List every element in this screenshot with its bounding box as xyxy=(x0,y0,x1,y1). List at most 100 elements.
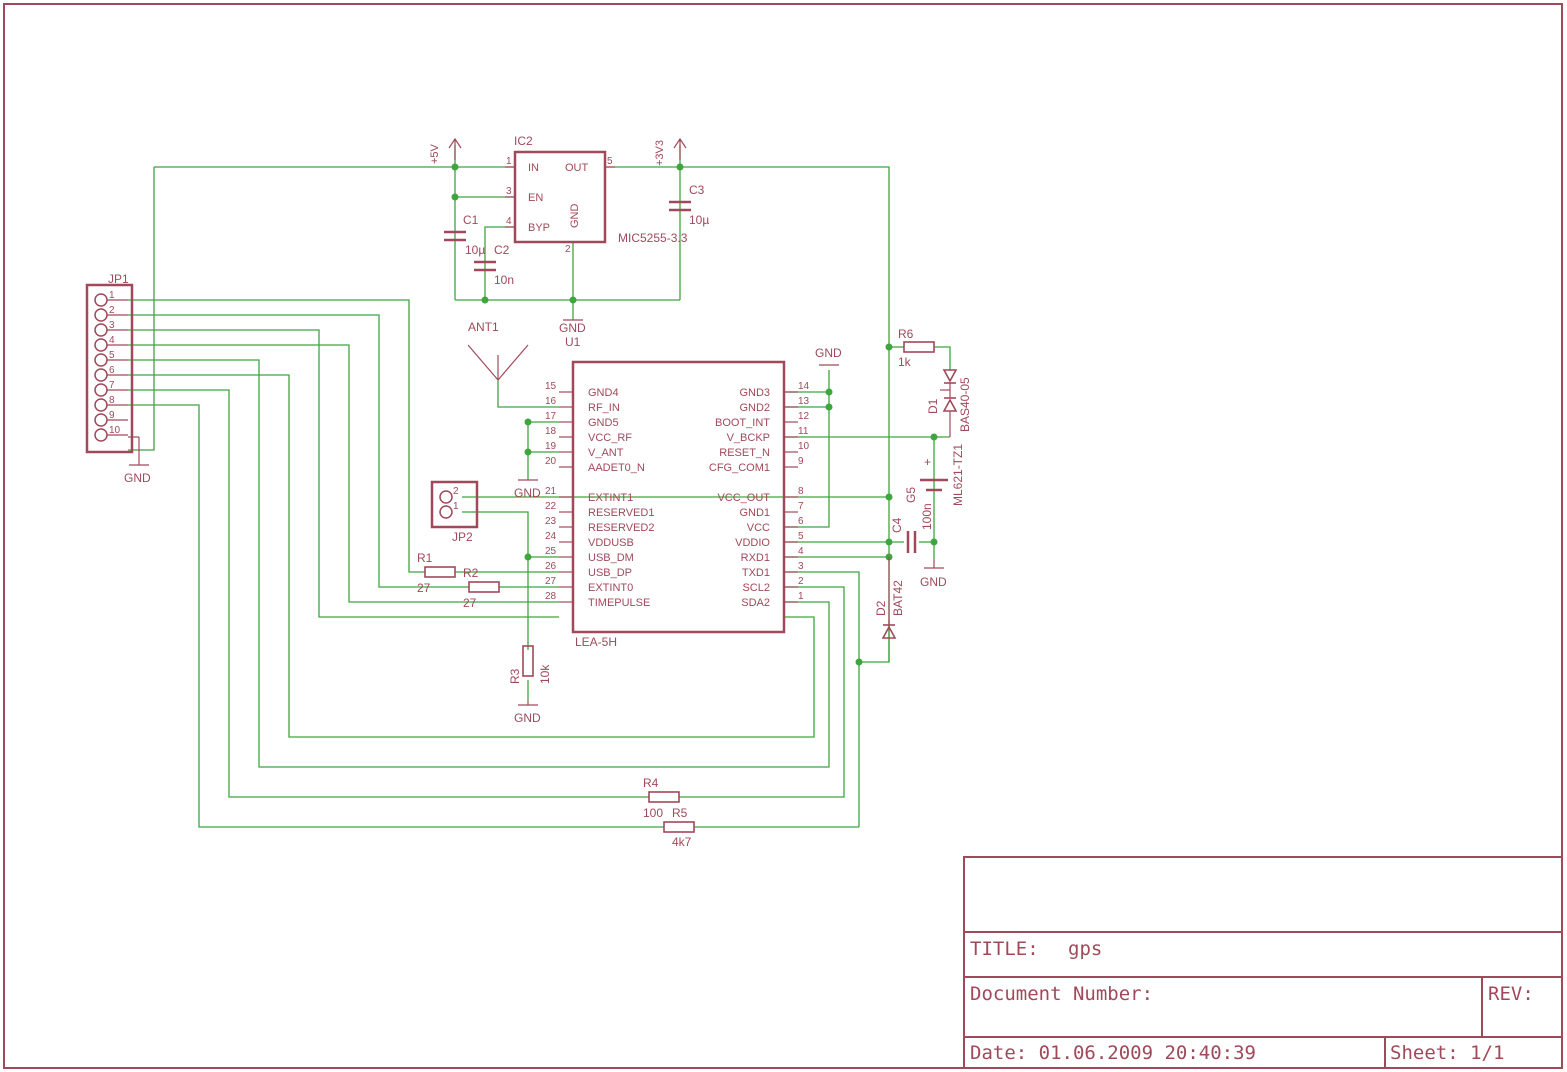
jp2-name: JP2 xyxy=(452,530,473,544)
r6-name: R6 xyxy=(898,327,914,341)
gps-pin-number: 4 xyxy=(798,546,804,557)
jp2-pin-1: 1 xyxy=(453,501,459,512)
ic2-pin-en: EN xyxy=(528,192,543,204)
gps-pin-name: AADET0_N xyxy=(588,462,645,474)
d2-value: BAT42 xyxy=(891,580,905,616)
d1-value: BAS40-05 xyxy=(958,377,972,432)
c4-name: C4 xyxy=(890,517,904,533)
jp1-pin-number: 1 xyxy=(109,290,115,301)
gps-pin-name: V_BCKP xyxy=(727,432,770,444)
gps-pin-name: USB_DM xyxy=(588,552,634,564)
gnd-label-right-pins: GND xyxy=(815,346,842,360)
gnd-symbols: GND U1 GND GND GND GND GND xyxy=(124,319,947,725)
c4-value: 100n xyxy=(920,503,934,530)
jp1-pin-pad xyxy=(94,413,108,427)
gps-left-pins: 15GND416RF_IN17GND518VCC_RF19V_ANT20AADE… xyxy=(545,381,654,609)
gps-pin-number: 11 xyxy=(798,426,809,437)
jp1-name: JP1 xyxy=(108,272,129,286)
jp1-pin-number: 10 xyxy=(109,425,121,436)
gps-pin-number: 16 xyxy=(545,396,557,407)
jp1-pin-pad xyxy=(94,323,108,337)
gps-pin-number: 17 xyxy=(545,411,557,422)
gps-pin-name: GND2 xyxy=(739,402,770,414)
ic2-pin-gnd: GND xyxy=(569,204,581,229)
junctions xyxy=(451,163,938,666)
g5-value: ML621-TZ1 xyxy=(951,444,965,506)
jp1-pin-pad xyxy=(94,398,108,412)
gps-pin-number: 6 xyxy=(798,516,804,527)
battery-g5: + G5 ML621-TZ1 xyxy=(904,444,965,506)
gps-pin-name: USB_DP xyxy=(588,567,632,579)
gps-pin-number: 8 xyxy=(798,486,804,497)
r5-name: R5 xyxy=(672,806,688,820)
supply-3v3-label: +3V3 xyxy=(654,140,666,166)
gps-pin-name: V_ANT xyxy=(588,447,624,459)
gps-pin-name: RXD1 xyxy=(741,552,770,564)
gps-pin-number: 1 xyxy=(798,591,804,602)
document-number-label: Document Number: xyxy=(970,983,1153,1005)
gps-pin-number: 28 xyxy=(545,591,557,602)
diode-d2: D2 BAT42 xyxy=(874,557,905,639)
ic2-name: IC2 xyxy=(514,134,533,148)
jp1-pin-number: 5 xyxy=(109,350,115,361)
regulator-ic2: IC2 IN EN BYP OUT GND 1 3 4 5 2 MIC5255-… xyxy=(505,134,688,255)
supply-5v-label: +5V xyxy=(429,143,441,164)
gps-pin-number: 5 xyxy=(798,531,804,542)
r4-name: R4 xyxy=(643,776,659,790)
gps-pin-number: 26 xyxy=(545,561,557,572)
c2-name: C2 xyxy=(494,243,510,257)
gps-pin-name: BOOT_INT xyxy=(715,417,770,429)
c1-value: 10µ xyxy=(465,243,485,257)
sheet-label: Sheet: 1/1 xyxy=(1390,1042,1504,1064)
ant1-name: ANT1 xyxy=(468,320,499,334)
gnd-label-reg: GND xyxy=(559,321,586,335)
gps-pin-name: VCC_OUT xyxy=(717,492,770,504)
gps-pin-number: 20 xyxy=(545,456,557,467)
gnd-label-jp1: GND xyxy=(124,471,151,485)
jp1-pin-number: 7 xyxy=(109,380,115,391)
c3-name: C3 xyxy=(689,183,705,197)
gps-pin-name: TIMEPULSE xyxy=(588,597,650,609)
gps-pin-number: 21 xyxy=(545,486,557,497)
gps-pin-name: SCL2 xyxy=(742,582,770,594)
gps-pin-name: GND3 xyxy=(739,387,770,399)
gps-pin-number: 24 xyxy=(545,531,557,542)
jp1-pin-pad xyxy=(94,338,108,352)
ic2-pin-num-en: 3 xyxy=(506,186,512,197)
gnd-label-left-pins: GND xyxy=(514,486,541,500)
gps-module: LEA-5H 15GND416RF_IN17GND518VCC_RF19V_AN… xyxy=(545,360,810,649)
g5-plus: + xyxy=(924,455,931,469)
r1-name: R1 xyxy=(417,551,433,565)
gps-pin-number: 18 xyxy=(545,426,557,437)
title-label: TITLE: xyxy=(970,938,1039,960)
d1-name: D1 xyxy=(926,398,940,414)
gps-pin-name: EXTINT1 xyxy=(588,492,633,504)
capacitors: C1 10µ C2 10n C3 10µ C4 100n xyxy=(444,183,934,553)
gps-pin-number: 13 xyxy=(798,396,810,407)
ic2-pin-num-out: 5 xyxy=(607,156,613,167)
gps-pin-name: GND5 xyxy=(588,417,619,429)
gnd-label-c4: GND xyxy=(920,575,947,589)
antenna-ant1: ANT1 xyxy=(467,320,529,381)
jp2-pin-2: 2 xyxy=(453,486,459,497)
r2-name: R2 xyxy=(463,566,479,580)
gps-right-pins: 14GND313GND212BOOT_INT11V_BCKP10RESET_N9… xyxy=(709,381,810,609)
ic2-pin-num-byp: 4 xyxy=(506,216,512,227)
gps-pin-number: 15 xyxy=(545,381,557,392)
jp1-pin-pad xyxy=(94,383,108,397)
gps-pin-name: RESERVED2 xyxy=(588,522,654,534)
gps-pin-name: TXD1 xyxy=(742,567,770,579)
gps-pin-number: 14 xyxy=(798,381,810,392)
r1-value: 27 xyxy=(417,581,431,595)
c2-value: 10n xyxy=(494,273,514,287)
r3-value: 10k xyxy=(538,664,552,684)
gnd-label-r3: GND xyxy=(514,711,541,725)
gps-pin-number: 3 xyxy=(798,561,804,572)
d2-name: D2 xyxy=(874,600,888,616)
r6-value: 1k xyxy=(898,355,912,369)
gps-pin-number: 19 xyxy=(545,441,557,452)
sheet-frame xyxy=(3,3,1563,1069)
c1-name: C1 xyxy=(463,213,479,227)
gps-pin-name: RESERVED1 xyxy=(588,507,654,519)
